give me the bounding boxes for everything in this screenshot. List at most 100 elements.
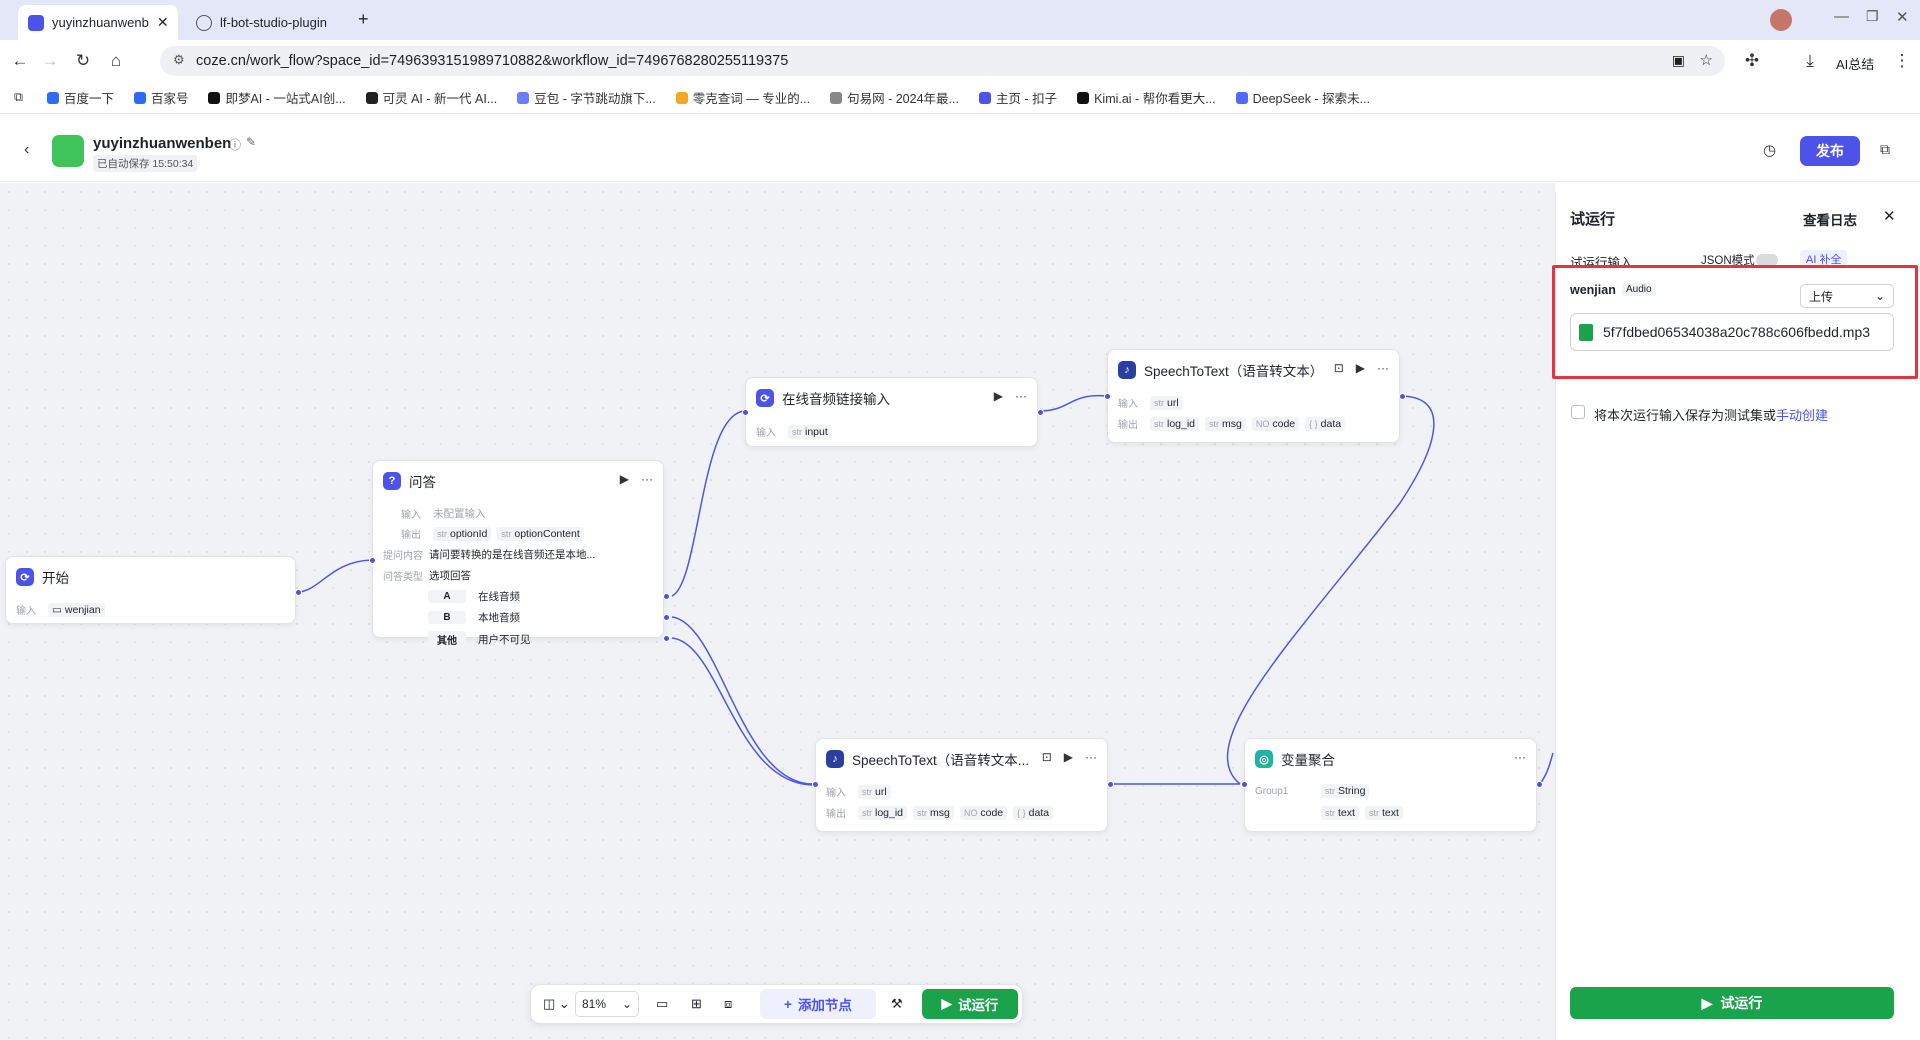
- json-mode-toggle[interactable]: [1756, 254, 1778, 266]
- speech-icon: ♪: [826, 750, 844, 768]
- download-icon[interactable]: ⤓: [1806, 51, 1814, 70]
- back-chevron-icon[interactable]: ‹: [24, 141, 30, 158]
- publish-button[interactable]: 发布: [1800, 136, 1860, 166]
- more-options-icon[interactable]: ···: [1377, 361, 1389, 375]
- bookmark-item[interactable]: 百家号: [133, 88, 188, 107]
- info-icon[interactable]: ⓘ: [229, 138, 242, 152]
- input-port[interactable]: [369, 557, 376, 564]
- mouse-mode-icon[interactable]: ◫ ⌄: [543, 996, 570, 1011]
- manual-create-link[interactable]: 手动创建: [1776, 408, 1829, 423]
- more-options-icon[interactable]: ···: [641, 472, 653, 486]
- output-port[interactable]: [1037, 409, 1044, 416]
- restore-icon[interactable]: ❐: [1866, 8, 1879, 24]
- output-port[interactable]: [295, 589, 302, 596]
- copy-icon[interactable]: ⧉: [1880, 141, 1890, 157]
- input-port[interactable]: [812, 781, 819, 788]
- more-options-icon[interactable]: ···: [1514, 750, 1526, 764]
- back-icon[interactable]: ←: [11, 51, 29, 70]
- minimize-icon[interactable]: —: [1834, 8, 1849, 25]
- more-icon[interactable]: ⋮: [1893, 51, 1911, 70]
- more-options-icon[interactable]: ···: [1015, 389, 1027, 403]
- connection-lines: [296, 394, 1554, 786]
- plus-icon: +: [784, 996, 792, 1012]
- home-icon[interactable]: ⌂: [110, 51, 122, 70]
- new-tab-icon[interactable]: +: [358, 9, 369, 29]
- input-port[interactable]: [1104, 393, 1111, 400]
- bookmark-item[interactable]: 句易网 - 2024年最...: [830, 88, 959, 107]
- bookmark-item[interactable]: 主页 - 扣子: [978, 88, 1057, 107]
- chevron-down-icon: ⌄: [1874, 289, 1885, 303]
- question-icon: ?: [383, 472, 401, 490]
- file-icon: ▭: [52, 603, 62, 616]
- globe-icon: [196, 14, 212, 31]
- output-port[interactable]: [1399, 393, 1406, 400]
- reader-icon[interactable]: ▣: [1671, 52, 1685, 68]
- comment-icon[interactable]: ▭: [656, 996, 669, 1011]
- run-node-icon[interactable]: ▶: [993, 389, 1003, 403]
- tab-plugin[interactable]: lf-bot-studio-plugin: [186, 5, 354, 40]
- start-icon: ⟳: [16, 568, 34, 586]
- bookmark-item[interactable]: 百度一下: [46, 88, 114, 107]
- output-port-a[interactable]: [663, 593, 670, 600]
- ai-summary-button[interactable]: AI总结: [1836, 57, 1875, 72]
- workflow-header: [0, 114, 1920, 182]
- panel-run-button[interactable]: ▶试运行: [1570, 987, 1894, 1019]
- input-port[interactable]: [1241, 781, 1248, 788]
- uploaded-file[interactable]: 5f7fdbed06534038a20c788c606fbedd.mp3: [1570, 313, 1894, 351]
- run-node-icon[interactable]: ▶: [1063, 750, 1073, 764]
- more-options-icon[interactable]: ···: [1085, 750, 1097, 764]
- save-testset-checkbox[interactable]: [1571, 405, 1585, 419]
- zoom-select[interactable]: 81%⌄: [575, 991, 639, 1017]
- output-port-other[interactable]: [663, 635, 670, 642]
- bookmark-item[interactable]: DeepSeek - 探索未...: [1235, 88, 1370, 107]
- node-start[interactable]: ⟳开始 输入▭wenjian: [5, 556, 302, 624]
- plugin-icon: ⊡: [1333, 361, 1344, 375]
- add-node-button[interactable]: +添加节点: [760, 989, 876, 1019]
- upload-select[interactable]: 上传⌄: [1800, 284, 1894, 308]
- edge-start-qa: [296, 559, 373, 593]
- address-bar[interactable]: ⚙ coze.cn/work_flow?space_id=74963931519…: [160, 46, 1725, 76]
- close-tab-icon[interactable]: ✕: [156, 14, 169, 30]
- bookmark-item[interactable]: Kimi.ai - 帮你看更大...: [1077, 88, 1216, 107]
- kimi-icon: [1077, 91, 1090, 104]
- site-info-icon[interactable]: ⚙: [173, 52, 185, 67]
- save-testset-label: 将本次运行输入保存为测试集或手动创建: [1594, 408, 1829, 423]
- test-run-button[interactable]: ▶试运行: [922, 989, 1018, 1019]
- bookmark-item[interactable]: 豆包 - 字节跳动旗下...: [517, 88, 656, 107]
- bookmark-item[interactable]: 即梦AI - 一站式AI创...: [208, 88, 346, 107]
- run-node-icon[interactable]: ▶: [1355, 361, 1365, 375]
- apps-icon[interactable]: ⧉: [14, 90, 23, 104]
- bookmarks-bar: ⧉ 百度一下 百家号 即梦AI - 一站式AI创... 可灵 AI - 新一代 …: [0, 82, 1920, 114]
- field-name: wenjian: [1570, 283, 1616, 297]
- forward-icon[interactable]: →: [41, 51, 59, 70]
- profile-avatar[interactable]: [1770, 9, 1792, 31]
- input-port[interactable]: [742, 409, 749, 416]
- close-window-icon[interactable]: ✕: [1896, 9, 1909, 26]
- bookmark-item[interactable]: 可灵 AI - 新一代 AI...: [365, 88, 497, 107]
- minimap-icon[interactable]: ⧈: [724, 996, 733, 1011]
- bookmark-star-icon[interactable]: ☆: [1699, 52, 1713, 69]
- extensions-icon[interactable]: ✣: [1744, 51, 1760, 70]
- output-port-b[interactable]: [663, 614, 670, 621]
- bookmark-item[interactable]: 零克查词 — 专业的...: [675, 88, 810, 107]
- tab-workflow[interactable]: yuyinzhuanwenb ✕: [18, 5, 178, 40]
- output-port[interactable]: [1107, 781, 1114, 788]
- ai-fill-button[interactable]: AI 补全: [1800, 250, 1848, 268]
- run-node-icon[interactable]: ▶: [619, 472, 629, 486]
- debug-icon[interactable]: ⚒: [891, 996, 903, 1011]
- output-port[interactable]: [1536, 781, 1543, 788]
- tab-label: yuyinzhuanwenb: [52, 15, 149, 30]
- reload-icon[interactable]: ↻: [75, 51, 91, 70]
- view-log-link[interactable]: 查看日志: [1803, 213, 1857, 228]
- node-title: 在线音频链接输入: [782, 392, 890, 407]
- history-icon[interactable]: ◷: [1763, 142, 1777, 159]
- close-panel-icon[interactable]: ✕: [1883, 208, 1896, 225]
- edit-icon[interactable]: ✎: [246, 135, 257, 149]
- grid-layout-icon[interactable]: ⊞: [691, 996, 702, 1011]
